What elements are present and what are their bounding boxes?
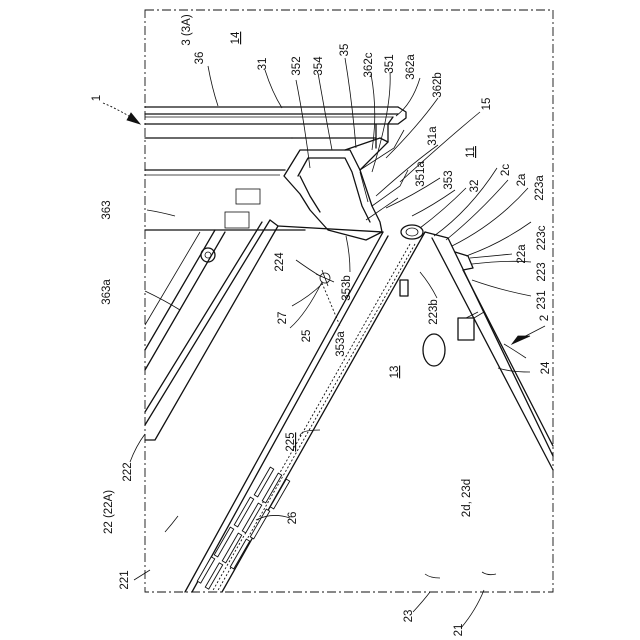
- label-353b: 353b: [341, 275, 353, 301]
- label-223: 223: [536, 262, 548, 281]
- label-363a: 363a: [101, 279, 113, 305]
- label-2d-23d: 2d, 23d: [461, 479, 473, 517]
- label-2a: 2a: [516, 173, 528, 186]
- frame-member-22: [145, 220, 425, 592]
- label-24: 24: [540, 361, 552, 374]
- label-31a: 31a: [427, 126, 439, 146]
- label-11: 11: [465, 146, 477, 158]
- label-14: 14: [230, 31, 242, 44]
- label-222: 222: [122, 462, 134, 481]
- label-23: 23: [403, 610, 415, 623]
- lintel-363: [145, 124, 388, 230]
- label-36: 36: [194, 52, 206, 65]
- label-363: 363: [101, 200, 113, 219]
- label-32: 32: [469, 180, 481, 193]
- label-35: 35: [339, 44, 351, 57]
- label-221: 221: [119, 570, 131, 589]
- rail-36: [145, 107, 406, 124]
- label-351: 351: [384, 54, 396, 73]
- panel-24: [425, 232, 553, 470]
- label-224: 224: [274, 252, 286, 272]
- label-353: 353: [443, 170, 455, 189]
- label-362c: 362c: [363, 52, 375, 77]
- label-2: 2: [539, 315, 551, 321]
- profile-35: [284, 130, 408, 240]
- roller-32: [401, 225, 423, 239]
- label-352: 352: [291, 56, 303, 75]
- label-353a: 353a: [335, 331, 347, 357]
- label-22: 22 (22A): [103, 490, 115, 534]
- label-223a: 223a: [534, 175, 546, 201]
- label-13: 13: [389, 366, 401, 379]
- label-362b: 362b: [432, 72, 444, 98]
- label-362a: 362a: [405, 54, 417, 80]
- label-351a: 351a: [415, 161, 427, 187]
- leader-lines: [103, 58, 531, 628]
- label-27: 27: [277, 312, 289, 325]
- bracket-223: [400, 280, 484, 366]
- label-223b: 223b: [428, 299, 440, 325]
- label-2c: 2c: [500, 164, 512, 176]
- label-25: 25: [301, 330, 313, 343]
- label-22a: 22a: [516, 244, 528, 264]
- label-231: 231: [536, 290, 548, 309]
- label-31: 31: [257, 58, 269, 71]
- arrow-2: [512, 336, 530, 344]
- label-3: 3 (3A): [181, 14, 193, 45]
- label-225: 225: [285, 432, 297, 451]
- label-354: 354: [313, 56, 325, 76]
- label-21: 21: [453, 624, 465, 637]
- label-1: 1: [91, 95, 103, 101]
- label-15: 15: [481, 98, 493, 111]
- label-26: 26: [287, 512, 299, 525]
- label-223c: 223c: [536, 225, 548, 250]
- arrow-1: [127, 113, 140, 124]
